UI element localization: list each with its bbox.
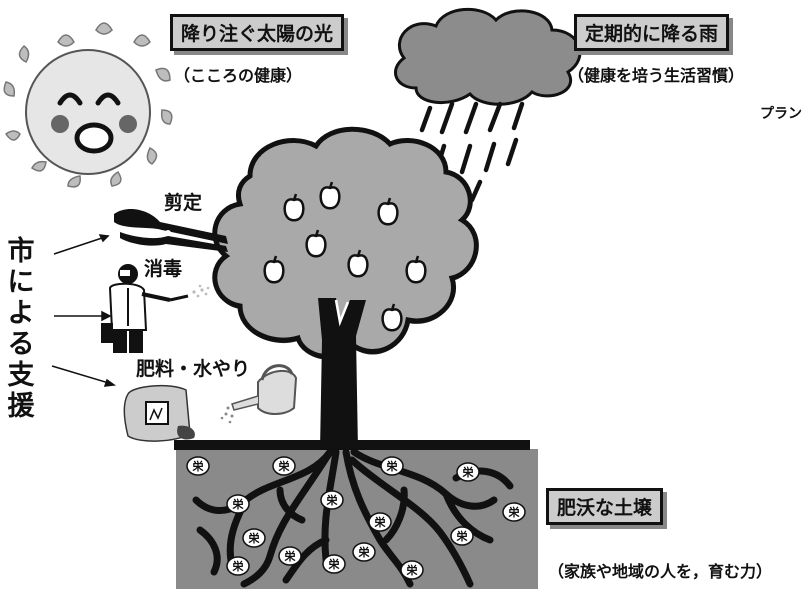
nutrient-badge: 栄	[186, 456, 210, 476]
nutrient-badge: 栄	[450, 526, 474, 546]
apple	[347, 249, 369, 278]
apple	[377, 197, 399, 226]
soil-title: 肥沃な土壌	[546, 488, 664, 525]
cloud	[394, 7, 582, 106]
apples	[263, 181, 427, 332]
svg-text:栄: 栄	[248, 531, 261, 545]
svg-text:栄: 栄	[374, 515, 387, 529]
soil-subtitle: （家族や地域の人を，育む力）	[548, 562, 773, 581]
nutrient-badge: 栄	[278, 546, 302, 566]
city-support-char: に	[7, 267, 35, 298]
city-support-char: 支	[7, 360, 35, 391]
nutrient-badge: 栄	[380, 456, 404, 476]
nutrient-badge: 栄	[242, 528, 266, 548]
apple	[305, 229, 327, 258]
sunlight-subtitle: （こころの健康）	[174, 66, 303, 85]
sun-eye-right	[95, 92, 121, 106]
svg-text:栄: 栄	[192, 459, 205, 473]
nutrient-badge: 栄	[226, 494, 250, 514]
sun	[3, 22, 173, 188]
svg-text:栄: 栄	[232, 497, 245, 511]
nutrient-badge: 栄	[456, 462, 480, 482]
nutrient-badge: 栄	[352, 542, 376, 562]
tree-trunk	[318, 298, 366, 450]
svg-text:栄: 栄	[406, 563, 419, 577]
pruning-label: 剪定	[164, 192, 203, 214]
nutrient-badge: 栄	[272, 456, 296, 476]
rain-title: 定期的に降る雨	[574, 14, 730, 51]
ground-line	[174, 440, 530, 450]
nutrient-badge: 栄	[226, 556, 250, 576]
svg-text:栄: 栄	[284, 549, 297, 563]
pruning-shears-icon	[114, 208, 228, 252]
sun-face	[25, 49, 151, 175]
sun-cheek-left	[51, 115, 69, 133]
nutrient-badge: 栄	[322, 554, 346, 574]
apple	[381, 303, 403, 332]
svg-text:栄: 栄	[386, 459, 399, 473]
tree-canopy	[212, 126, 479, 360]
fertilizer-bag-icon	[123, 384, 195, 442]
support-arrows	[51, 234, 117, 387]
apple	[283, 193, 305, 222]
city-support-heading: 市 に よ る 支 援	[4, 236, 38, 422]
svg-text:栄: 栄	[508, 505, 521, 519]
apple	[405, 255, 427, 284]
apple	[263, 255, 285, 284]
sun-eye-left	[57, 92, 83, 106]
disinfection-label: 消毒	[144, 258, 183, 280]
watering-can-icon	[220, 364, 298, 424]
cutoff-text: プラン	[760, 106, 802, 122]
city-support-char: る	[7, 329, 35, 360]
apple	[319, 181, 341, 210]
nutrient-badge: 栄	[400, 560, 424, 580]
nutrient-badge: 栄	[320, 490, 344, 510]
city-support-char: よ	[7, 298, 35, 329]
trunk-highlight	[334, 299, 350, 327]
rain-subtitle: （健康を培う生活習慣）	[568, 66, 745, 85]
sun-rays	[3, 22, 173, 188]
fertilizer-water-label: 肥料・水やり	[136, 358, 251, 380]
svg-text:栄: 栄	[326, 493, 339, 507]
svg-text:栄: 栄	[462, 465, 475, 479]
sunlight-title: 降り注ぐ太陽の光	[170, 14, 345, 51]
sun-cheek-right	[119, 115, 137, 133]
svg-text:栄: 栄	[456, 529, 469, 543]
svg-text:栄: 栄	[232, 559, 245, 573]
nutrient-badge: 栄	[368, 512, 392, 532]
city-support-char: 市	[7, 236, 35, 267]
nutrient-badge: 栄	[502, 502, 526, 522]
svg-text:栄: 栄	[328, 557, 341, 571]
svg-text:栄: 栄	[358, 545, 371, 559]
svg-text:栄: 栄	[278, 459, 291, 473]
sun-mouth	[74, 122, 114, 154]
nutrients: 栄 栄 栄 栄 栄 栄 栄 栄 栄 栄 栄 栄 栄 栄 栄	[186, 456, 526, 580]
disinfection-worker-icon	[101, 264, 210, 353]
city-support-char: 援	[7, 391, 35, 422]
